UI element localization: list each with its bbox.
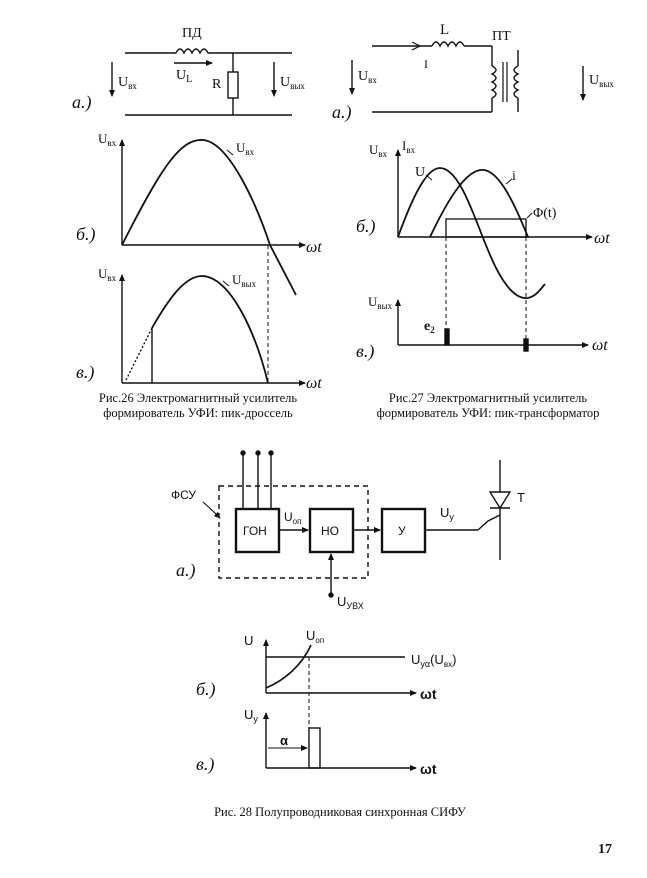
fig26-plot-b (119, 139, 306, 296)
fig27-caption: Рис.27 Электромагнитный усилитель формир… (348, 391, 628, 421)
uy-label: Uу (440, 505, 454, 522)
resistor-r (227, 71, 239, 99)
i-curve-label: i (512, 169, 516, 184)
uyvx-label: UУВХ (337, 594, 364, 611)
transformer-primary-icon (490, 65, 497, 99)
panel-a-label-28: а.) (176, 560, 196, 581)
panel-a-label: а.) (72, 92, 92, 113)
panel-b-label: б.) (76, 224, 96, 245)
fsu-pointer (202, 501, 221, 519)
current-label: I (424, 57, 428, 71)
transformer-secondary-icon (513, 65, 520, 99)
plot-b-ylabel: Uвх (98, 131, 117, 148)
plot-v-xlabel-28: ωt (420, 761, 437, 777)
panel-b-label-27: б.) (356, 216, 376, 237)
plot-b-curve-label: Uвх (236, 140, 255, 157)
plot-b-ylabel-28: U (244, 633, 253, 648)
fig28-block-diagram (202, 450, 512, 598)
fig27-caption-line2: формирователь УФИ: пик-трансформатор (376, 406, 600, 420)
uop-label: Uоп (284, 510, 301, 526)
fig27-plot-b (395, 149, 593, 345)
uout-label: Uвых (280, 75, 305, 91)
uop-curve (265, 644, 312, 689)
fig26-caption-line1: Рис.26 Электромагнитный усилитель (98, 391, 298, 405)
fig26-caption-line2: формирователь УФИ: пик-дроссель (103, 406, 293, 420)
thyristor-label: Т (517, 490, 525, 505)
plot-v-curve-label: Uвых (232, 272, 257, 289)
fig28-caption: Рис. 28 Полупроводниковая синхронная СИФ… (214, 805, 466, 819)
resistor-label: R (212, 77, 222, 92)
ul-label: UL (176, 68, 192, 85)
no-label: НО (321, 524, 339, 538)
plot-v-ylabel: Uвх (98, 266, 117, 283)
page-number: 17 (598, 842, 612, 857)
panel-b-label-28: б.) (196, 679, 216, 700)
fig27-caption-line1: Рис.27 Электромагнитный усилитель (388, 391, 588, 405)
plot-b-xlabel-27: ωt (594, 230, 610, 247)
fig28-plot-v (263, 712, 417, 771)
flux-label: Φ(t) (533, 206, 557, 221)
alpha-label: α (280, 733, 288, 748)
pulse-2 (523, 338, 529, 352)
plot-v-xlabel-27: ωt (592, 337, 608, 354)
plot-b-xlabel-28: ωt (420, 686, 437, 702)
control-pulse (308, 727, 321, 769)
u-curve-label: U (415, 165, 425, 180)
fig27-plot-v (395, 299, 589, 352)
u-curve (397, 167, 546, 299)
plot-b-xlabel: ωt (306, 239, 322, 256)
fsu-label: ФСУ (171, 488, 196, 502)
uvx-curve (121, 139, 297, 296)
plot-b-u-ylabel: Uвх (369, 142, 388, 159)
choke-coil-icon (175, 48, 209, 55)
thyristor-icon (488, 460, 512, 560)
plot-b-level-label: Uуα(Uвх) (411, 652, 456, 669)
fig26-plot-v (119, 245, 306, 386)
amp-label: У (398, 524, 406, 538)
transformer-label: ПТ (492, 29, 511, 44)
fig28-plot-b (263, 639, 417, 728)
pulse-label: e2 (424, 319, 435, 335)
inductor-coil-icon (431, 41, 465, 48)
uvyx-curve (151, 275, 269, 384)
panel-v-label-28: в.) (196, 754, 214, 775)
flux-rect (445, 218, 527, 238)
i-curve (429, 169, 529, 238)
uin-label-27: Uвх (358, 69, 377, 85)
choke-label: ПД (182, 26, 202, 41)
fig26-circuit (109, 48, 292, 116)
plot-v-ylabel-27: Uвых (368, 294, 393, 311)
plot-v-ylabel-28: Uу (244, 707, 258, 724)
panel-v-label-27: в.) (356, 341, 374, 362)
fig26-caption: Рис.26 Электромагнитный усилитель формир… (68, 391, 328, 421)
panel-v-label: в.) (76, 362, 94, 383)
plot-b-uop-label: Uоп (306, 628, 324, 645)
fig27-circuit (349, 41, 586, 113)
plot-b-i-ylabel: Iвх (402, 138, 416, 155)
panel-a-label-27: а.) (332, 102, 352, 123)
uout-label-27: Uвых (589, 73, 614, 89)
pulse-1 (444, 328, 450, 346)
gon-label: ГОН (243, 524, 267, 538)
plot-v-xlabel: ωt (306, 375, 322, 392)
inductor-label: L (440, 22, 449, 38)
fsu-dashed-box (218, 485, 369, 579)
uin-label: Uвх (118, 75, 137, 91)
